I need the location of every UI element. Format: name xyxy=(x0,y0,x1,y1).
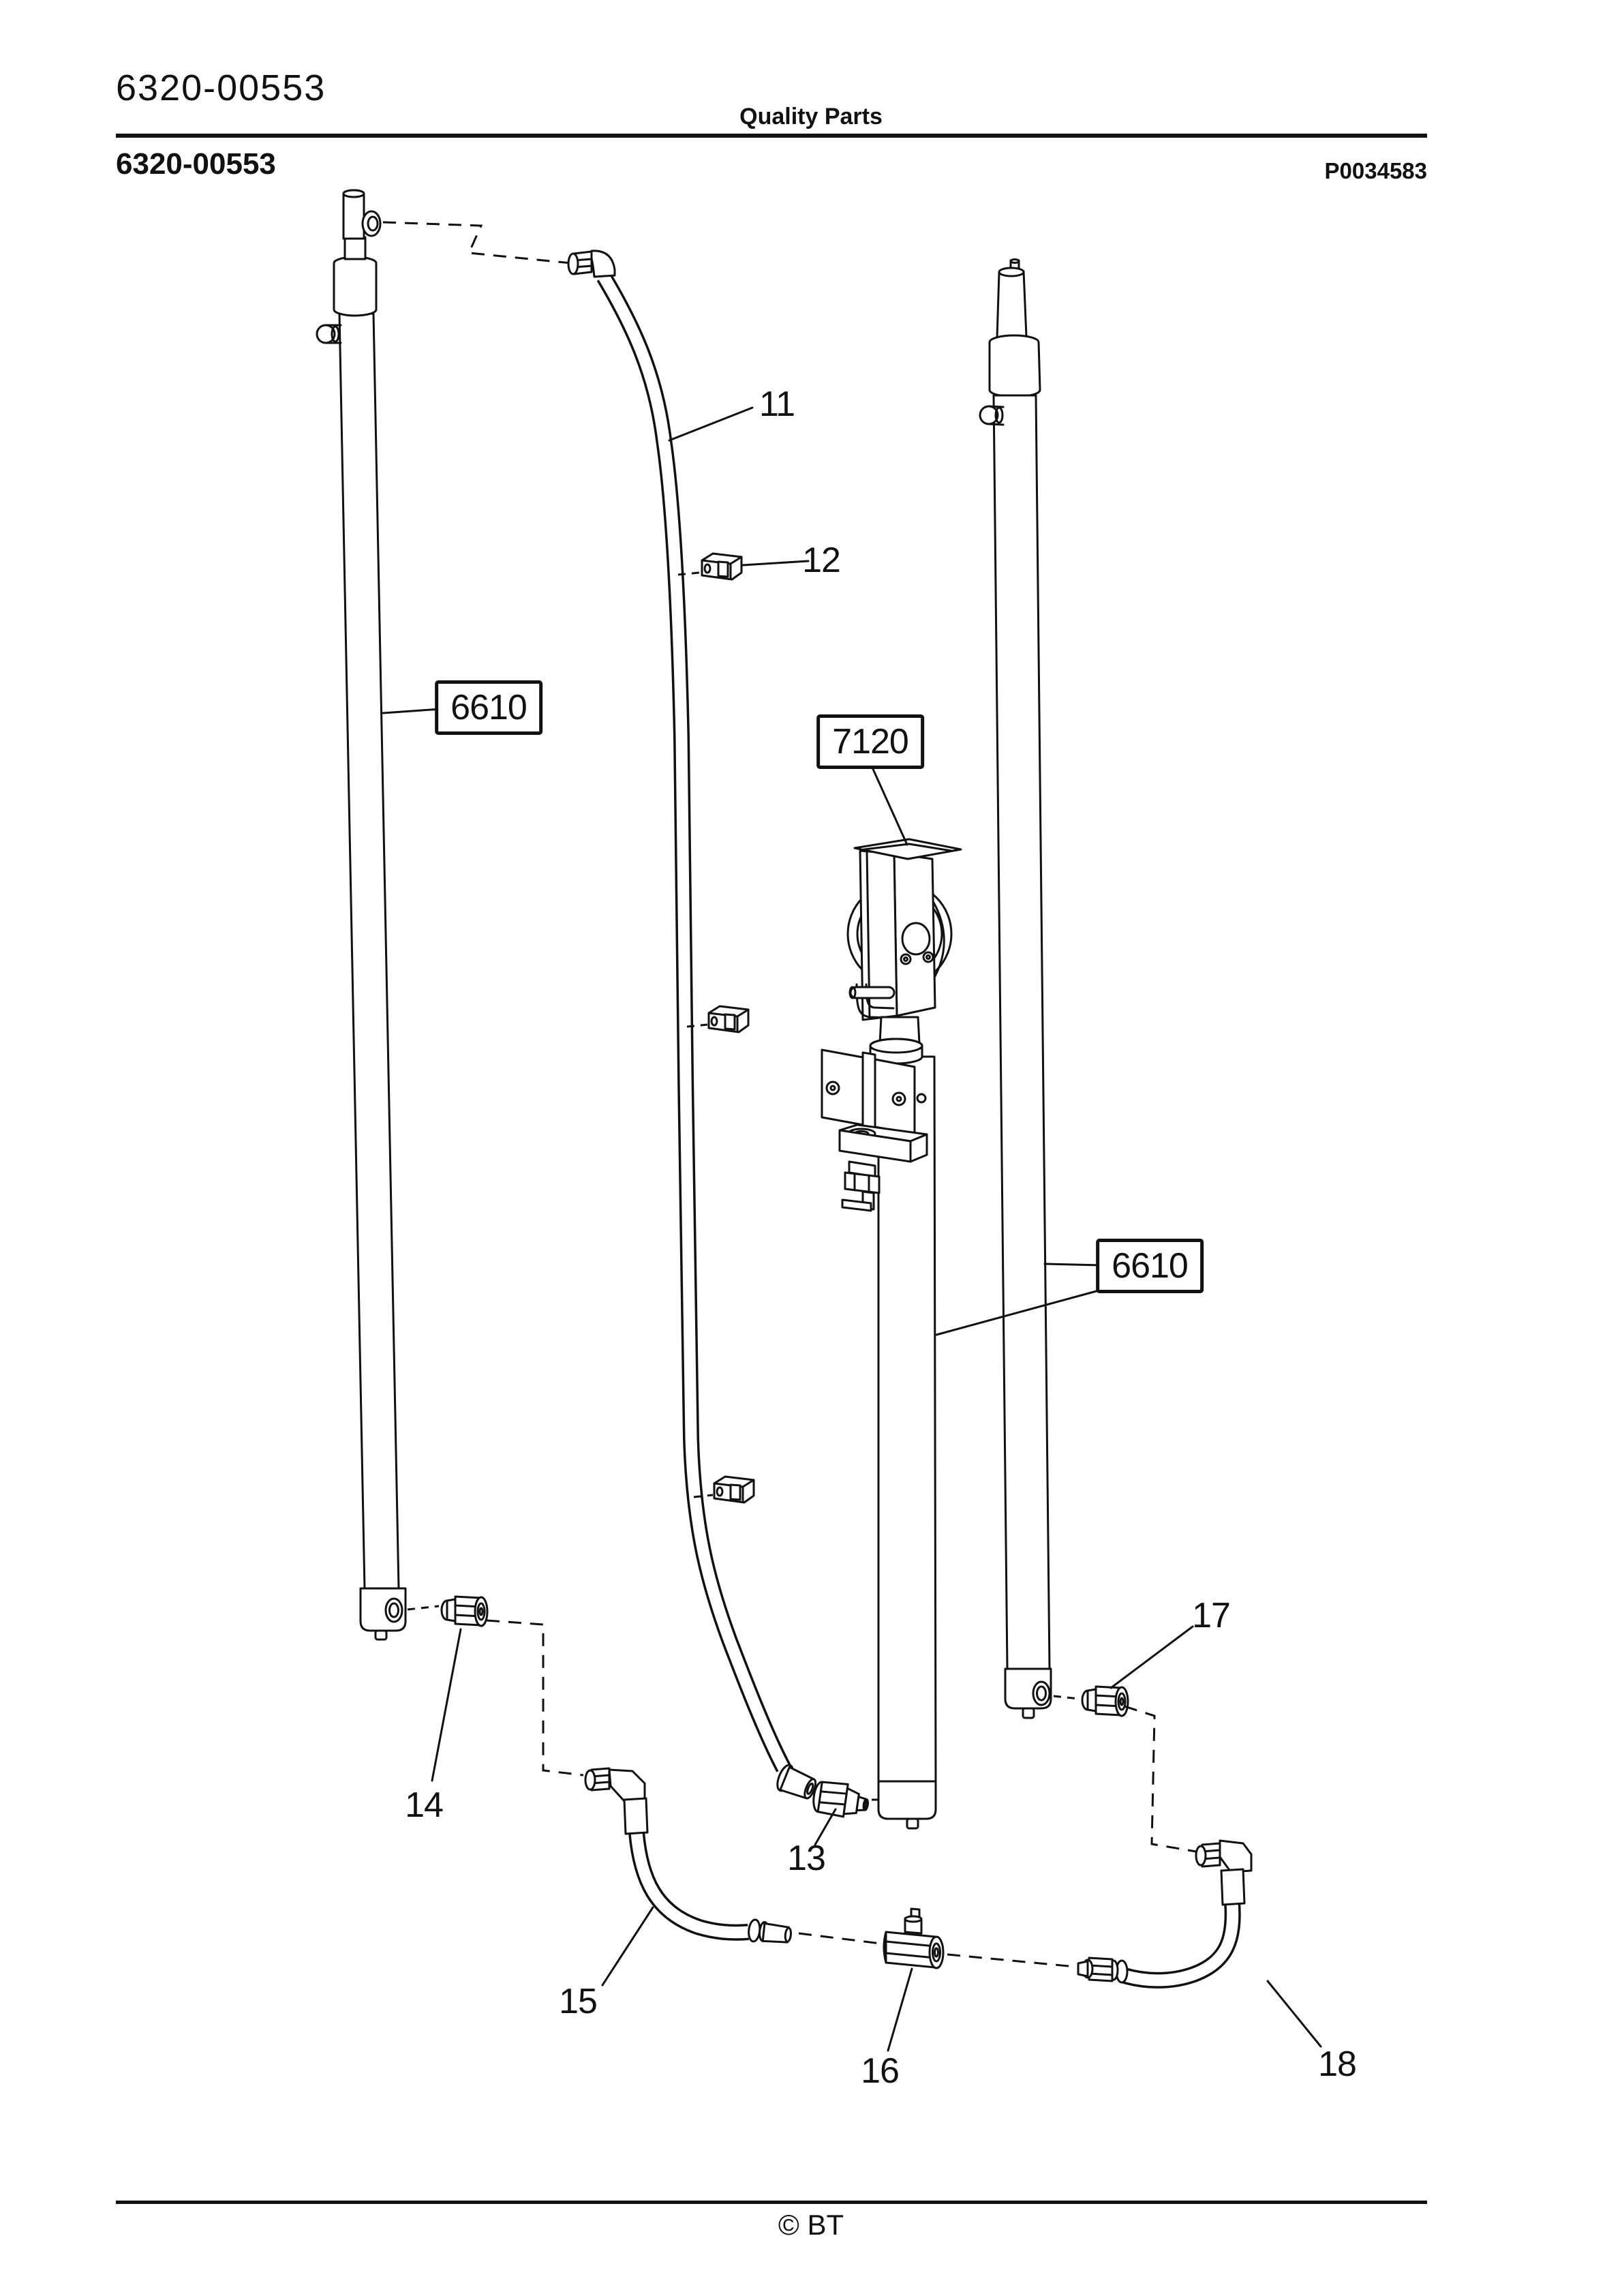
dashed-leader-15-to-16 xyxy=(798,1932,881,1945)
fitting-14 xyxy=(440,1595,489,1627)
dashed-leader-top xyxy=(382,221,572,265)
callout-11: 11 xyxy=(759,384,795,424)
chain-sheave-7120 xyxy=(846,838,962,1065)
hose-clamp-12-lower xyxy=(713,1475,755,1504)
right-lift-cylinder xyxy=(979,258,1052,1719)
boxed-callout-6610-right: 6610 xyxy=(1096,1239,1204,1293)
dashed-leader-clamp-upper xyxy=(677,571,700,576)
dashed-route-14-to-15 xyxy=(486,1619,584,1777)
hose-clamp-12-upper xyxy=(701,552,743,581)
callout-13: 13 xyxy=(787,1839,826,1878)
fitting-17 xyxy=(1081,1685,1129,1717)
left-lift-cylinder xyxy=(316,189,407,1641)
boxed-callout-6610-left: 6610 xyxy=(435,680,542,735)
dashed-route-17-to-18 xyxy=(1124,1705,1197,1853)
figure-doc-number: 6320-00553 xyxy=(116,147,276,181)
callout-12: 12 xyxy=(802,541,841,580)
cylinder-head-bracket xyxy=(821,1048,928,1212)
center-lift-cylinder xyxy=(877,1055,937,1830)
copyright-text: © BT xyxy=(778,2209,844,2241)
footer-rule xyxy=(116,2201,1427,2204)
callout-18: 18 xyxy=(1318,2044,1357,2084)
hose-18 xyxy=(1077,1839,1253,1989)
callout-leader-lines xyxy=(382,406,1322,2052)
header-rule xyxy=(116,134,1427,138)
dashed-leader-14-port xyxy=(407,1605,440,1611)
boxed-callout-7120: 7120 xyxy=(816,714,924,769)
callout-16: 16 xyxy=(861,2051,900,2091)
hose-11 xyxy=(567,250,817,1800)
dashed-leader-clamp-middle xyxy=(686,1023,708,1028)
dashed-leader-clamp-lower xyxy=(693,1494,714,1498)
dashed-leader-16-to-18 xyxy=(947,1953,1076,1968)
callout-15: 15 xyxy=(559,1982,598,2021)
fitting-13 xyxy=(812,1781,869,1818)
t-fitting-16 xyxy=(883,1907,945,1969)
dashed-leader-17-port xyxy=(1053,1695,1080,1700)
callout-14: 14 xyxy=(405,1785,444,1825)
page-title-doc-number: 6320-00553 xyxy=(116,67,326,108)
plate-code: P0034583 xyxy=(1324,158,1427,183)
hose-15 xyxy=(584,1767,792,1944)
hose-clamp-12-middle xyxy=(707,1005,750,1033)
callout-17: 17 xyxy=(1192,1596,1231,1635)
header-center-title: Quality Parts xyxy=(739,104,883,130)
